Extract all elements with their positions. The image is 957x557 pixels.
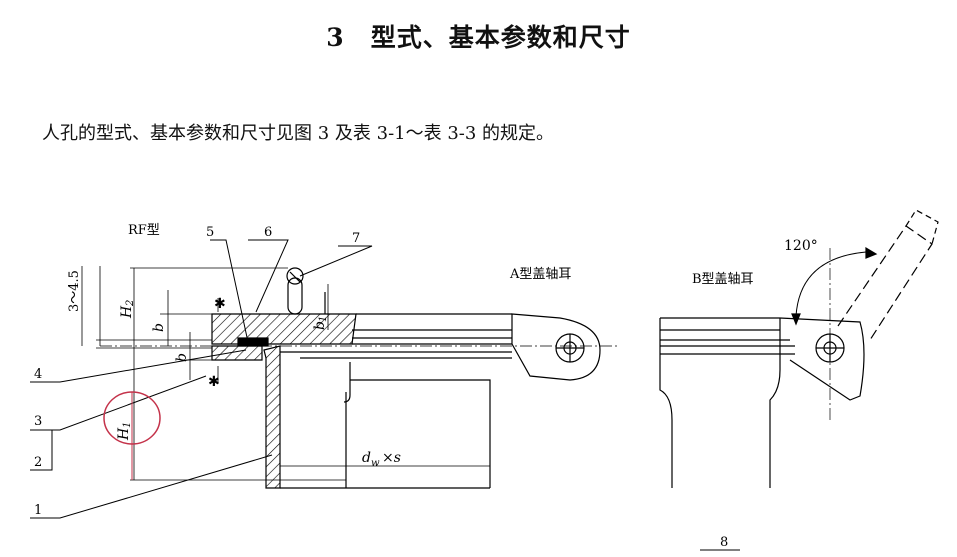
cover-plate — [211, 313, 357, 345]
rf-type-label: RF型 — [128, 223, 160, 238]
section-heading: 3 型式、基本参数和尺寸 — [0, 18, 957, 54]
h1-subscript: 1 — [122, 422, 133, 428]
dimension-lines — [81, 266, 490, 481]
flange — [211, 345, 263, 361]
dw-dimension: d — [362, 450, 371, 466]
h2-subscript: 2 — [125, 300, 136, 307]
part-number-5: 5 — [206, 225, 214, 240]
b1-subscript: 1 — [318, 316, 329, 322]
rf-section-view — [100, 267, 620, 489]
b-lower-dimension: b — [174, 353, 190, 362]
thickness-dimension: ×s — [382, 450, 401, 466]
part-number-7: 7 — [352, 231, 360, 246]
b-type-hinge-view — [659, 209, 939, 488]
part-number-6: 6 — [264, 225, 272, 240]
shell-neck — [263, 345, 281, 489]
h1-dimension: H — [116, 427, 132, 441]
gasket — [237, 337, 269, 347]
part-number-1: 1 — [34, 503, 42, 518]
h2-dimension: H — [119, 305, 135, 319]
part-number-8: 8 — [720, 535, 728, 550]
part-number-3: 3 — [34, 414, 42, 429]
b-upper-dimension: b — [151, 323, 167, 332]
part-number-2: 2 — [34, 455, 42, 470]
offset-dimension: 3～4.5 — [67, 270, 82, 312]
leader-lines — [30, 239, 740, 551]
section-number: 3 — [326, 23, 345, 52]
dw-subscript: w — [371, 458, 380, 469]
weld-mark-lower: ✱ — [208, 374, 220, 390]
b1-dimension: b — [312, 321, 328, 330]
weld-mark-upper: ✱ — [214, 296, 226, 312]
section-title-text: 型式、基本参数和尺寸 — [370, 23, 631, 52]
angle-label: 120° — [784, 238, 818, 254]
b-type-label: B型盖轴耳 — [692, 272, 754, 287]
intro-paragraph: 人孔的型式、基本参数和尺寸见图 3 及表 3-1～表 3-3 的规定。 — [42, 123, 555, 144]
part-number-4: 4 — [34, 367, 42, 382]
a-type-label: A型盖轴耳 — [509, 267, 571, 282]
